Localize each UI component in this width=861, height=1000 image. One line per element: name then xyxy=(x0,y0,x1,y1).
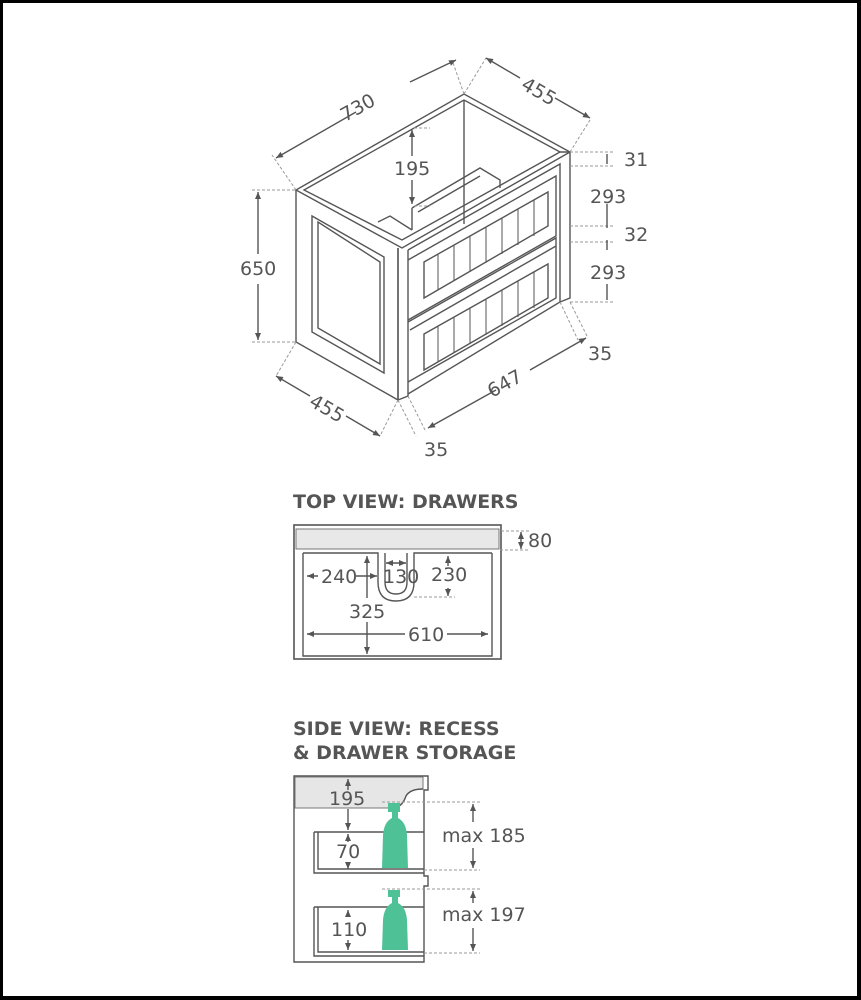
dim-bottom-drawer-height: 110 xyxy=(331,919,367,941)
isometric-cabinet-view: 730 455 195 650 455 647 35 35 31 293 32 … xyxy=(240,58,648,461)
bottle-icon-bottom-drawer xyxy=(382,890,408,950)
dim-recess-height: 195 xyxy=(329,788,365,810)
top-view-title: TOP VIEW: DRAWERS xyxy=(293,491,519,513)
dim-drawer-width: 610 xyxy=(408,624,444,646)
dim-drawer-front-2: 293 xyxy=(590,262,626,284)
dim-side-thickness-right: 35 xyxy=(588,343,612,365)
dim-depth-bottom: 455 xyxy=(306,390,348,427)
dim-rail-depth: 80 xyxy=(528,530,552,552)
dim-height: 650 xyxy=(240,258,276,280)
bottle-icon-top-drawer xyxy=(382,803,408,868)
dim-cutout-width: 130 xyxy=(383,566,419,588)
top-view-drawers: TOP VIEW: DRAWERS 80 240 130 230 325 610 xyxy=(293,491,552,659)
dim-front-width: 647 xyxy=(484,366,526,403)
dim-drawer-front-1: 293 xyxy=(590,186,626,208)
dim-left-offset: 240 xyxy=(321,566,357,588)
side-view-title-line1: SIDE VIEW: RECESS xyxy=(293,718,500,740)
dim-recess-depth: 195 xyxy=(394,158,430,180)
dim-top-drawer-height: 70 xyxy=(336,841,360,863)
dim-top-drawer-max: max 185 xyxy=(442,825,526,847)
dim-width-top: 730 xyxy=(337,90,379,127)
dim-side-thickness-left: 35 xyxy=(424,439,448,461)
side-view-title-line2: & DRAWER STORAGE xyxy=(293,742,516,764)
dim-drawer-depth: 325 xyxy=(349,601,385,623)
dim-mid-rail: 32 xyxy=(624,224,648,246)
dim-top-rail: 31 xyxy=(624,149,648,171)
dim-cutout-depth: 230 xyxy=(431,564,467,586)
dim-bottom-drawer-max: max 197 xyxy=(442,904,526,926)
side-view-recess-storage: SIDE VIEW: RECESS & DRAWER STORAGE 195 7… xyxy=(293,718,526,963)
dim-depth-top: 455 xyxy=(518,73,560,110)
